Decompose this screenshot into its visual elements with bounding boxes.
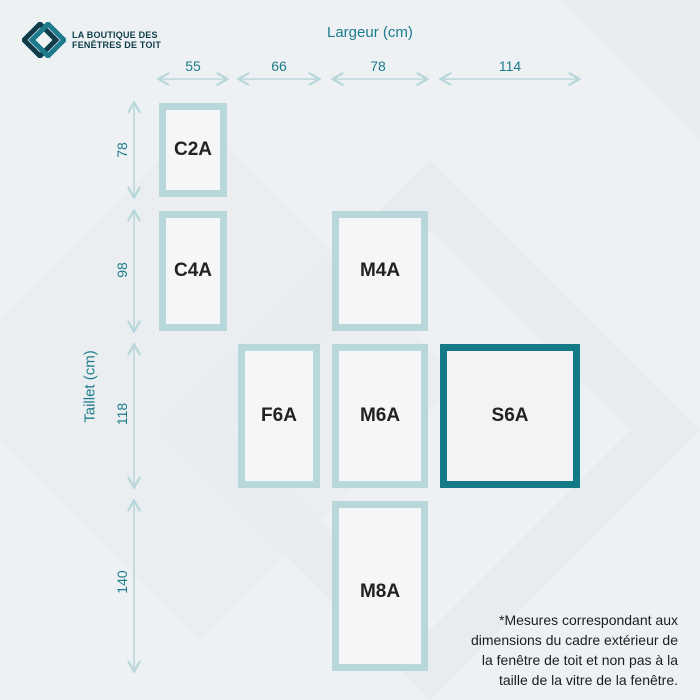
brand-line-2: FENÊTRES DE TOIT: [72, 40, 162, 50]
brand-line-1: LA BOUTIQUE DES: [72, 30, 158, 40]
footnote-line-2: dimensions du cadre extérieur de: [470, 632, 678, 648]
window-m8a: M8A: [332, 501, 428, 671]
height-tick-118: 118: [114, 402, 130, 426]
footnote: *Mesures correspondant aux dimensions du…: [418, 610, 678, 690]
height-tick-140: 140: [114, 570, 130, 594]
width-tick-66: 66: [271, 58, 287, 74]
window-m4a: M4A: [332, 211, 428, 331]
diamond-logo-icon: [22, 22, 66, 58]
height-tick-98: 98: [114, 262, 130, 278]
window-c4a: C4A: [159, 211, 227, 331]
width-axis-title: Largeur (cm): [327, 24, 413, 41]
brand-name: LA BOUTIQUE DES FENÊTRES DE TOIT: [72, 30, 161, 50]
window-f6a: F6A: [238, 344, 320, 488]
footnote-line-3: la fenêtre de toit et non pas à la: [481, 652, 678, 668]
height-axis-title: Taillet (cm): [81, 350, 99, 423]
window-c2a: C2A: [159, 103, 227, 197]
footnote-line-1: *Mesures correspondant aux: [499, 612, 678, 628]
window-s6a: S6A: [440, 344, 580, 488]
brand-logo: LA BOUTIQUE DES FENÊTRES DE TOIT: [22, 22, 161, 58]
footnote-line-4: taille de la vitre de la fenêtre.: [499, 672, 678, 688]
height-tick-78: 78: [114, 142, 130, 158]
width-tick-114: 114: [498, 58, 522, 74]
window-m6a: M6A: [332, 344, 428, 488]
width-tick-78: 78: [370, 58, 386, 74]
width-tick-55: 55: [185, 58, 201, 74]
